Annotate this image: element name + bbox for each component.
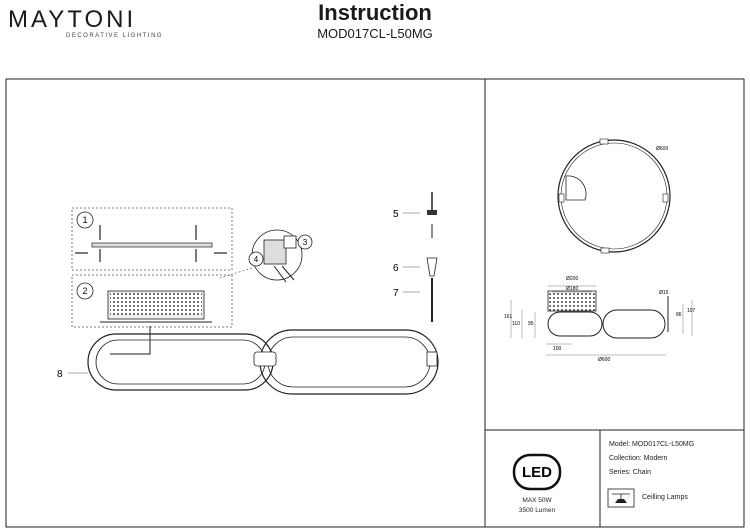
dim-h110: 110 [512, 321, 520, 327]
sheet-frame [5, 78, 745, 528]
part-8-label: 8 [57, 369, 63, 380]
document-title: Instruction [318, 0, 432, 25]
chain-ring-left-inner [95, 339, 266, 385]
step-2-label: 2 [82, 286, 87, 296]
spec-model: Model: MOD017CL-L50MG [609, 441, 695, 448]
dim-base-d1: Ø200 [566, 276, 578, 282]
dim-h161: 161 [504, 314, 513, 320]
dim-cable: Ø15 [659, 290, 669, 296]
part-6-label: 6 [393, 263, 399, 274]
dim-h107: 107 [687, 308, 696, 314]
side-view-ring-left [547, 311, 603, 337]
chain-stem [110, 326, 151, 355]
lumen-output: 3500 Lumen [518, 507, 556, 514]
mounting-bar [91, 242, 213, 248]
dim-ring-diameter: Ø600 [656, 146, 668, 152]
part-5-nut [427, 210, 437, 215]
step-3-marker [297, 234, 313, 250]
spec-series: Series: Chain [609, 469, 652, 476]
side-view-canopy [547, 290, 597, 312]
dim-h86: 86 [676, 312, 682, 318]
dim-base-d2: Ø180 [566, 286, 578, 292]
top-view-ring-outer [557, 139, 671, 253]
step-4-label: 4 [254, 255, 259, 264]
terminal-block [263, 239, 287, 265]
led-badge [512, 453, 562, 491]
chain-ring-right-inner [267, 336, 431, 388]
step-1-label: 1 [82, 215, 87, 225]
dim-h95: 95 [528, 321, 534, 327]
step-1-marker [76, 211, 94, 229]
step-2-panel [71, 274, 233, 328]
chain-ring-left-outer [87, 333, 274, 391]
step-4-marker [248, 251, 264, 267]
spec-mount-type: Ceilling Lamps [642, 494, 688, 501]
brand-logo: MAYTONI [8, 6, 137, 33]
part-6-sleeve [426, 257, 438, 277]
terminal-cap [283, 235, 297, 249]
chain-end-cap [426, 351, 438, 367]
wire-b [281, 265, 295, 281]
dim-w600: Ø600 [598, 357, 610, 363]
model-code: MOD017CL-L50MG [317, 26, 433, 41]
side-view-ring-right [602, 309, 666, 339]
chain-ring-right-outer [259, 329, 439, 395]
detail-leader [219, 267, 253, 279]
part-5-label: 5 [393, 209, 399, 220]
step-2-marker [76, 282, 94, 300]
spec-collection: Collection: Modern [609, 455, 668, 462]
chain-connector [253, 351, 277, 367]
brand-tagline: DECORATIVE LIGHTING [66, 33, 164, 39]
dim-w100: 100 [553, 346, 562, 352]
canopy-mesh [110, 293, 202, 315]
top-view-canopy [565, 175, 587, 201]
part-7-label: 7 [393, 288, 399, 299]
wire-a [273, 265, 287, 283]
led-logo: LED [522, 464, 552, 481]
max-power: MAX 50W [522, 497, 552, 504]
step-3-label: 3 [303, 238, 308, 247]
step-1-panel [71, 207, 233, 271]
